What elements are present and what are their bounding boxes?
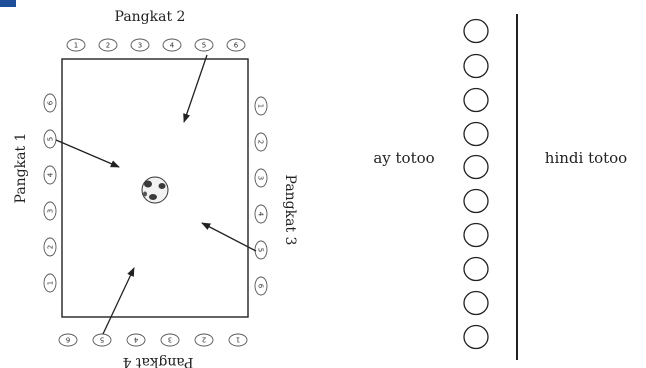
svg-text:4: 4 [47, 172, 55, 177]
svg-text:1: 1 [74, 42, 78, 50]
answer-circle [463, 290, 489, 316]
players-left: 6 5 4 3 2 1 [43, 93, 57, 293]
circle-column [463, 18, 489, 350]
player-chip: 5 [92, 333, 112, 347]
svg-text:4: 4 [257, 212, 265, 217]
player-chip: 6 [254, 276, 268, 296]
player-chip: 6 [226, 38, 246, 52]
players-right: 1 2 3 4 5 6 [254, 96, 268, 296]
svg-text:5: 5 [257, 248, 265, 252]
player-chip: 2 [194, 333, 214, 347]
ball-icon [141, 176, 169, 204]
svg-text:4: 4 [133, 336, 138, 344]
answer-circle [463, 154, 489, 180]
player-chip: 1 [43, 273, 57, 293]
team-label-top: Pangkat 2 [115, 9, 186, 25]
pass-arrow [102, 267, 135, 335]
player-chip: 1 [254, 96, 268, 116]
svg-text:1: 1 [47, 281, 55, 285]
answer-circle [463, 18, 489, 44]
player-chip: 6 [58, 333, 78, 347]
team-label-left: Pangkat 1 [13, 133, 29, 204]
player-chip: 4 [162, 38, 182, 52]
answer-circle [463, 188, 489, 214]
pass-arrow [55, 139, 120, 168]
accent-bar [0, 0, 16, 7]
true-label: ay totoo [373, 149, 434, 167]
player-chip: 4 [254, 204, 268, 224]
svg-text:4: 4 [170, 42, 175, 50]
svg-text:1: 1 [236, 336, 240, 344]
svg-text:5: 5 [47, 137, 55, 141]
svg-text:1: 1 [257, 104, 265, 108]
player-chip: 3 [160, 333, 180, 347]
svg-text:6: 6 [257, 284, 265, 289]
player-chip: 4 [126, 333, 146, 347]
answer-circle [463, 324, 489, 350]
team-label-bottom: Pangkat 4 [122, 354, 193, 368]
players-bottom: 6 5 4 3 2 1 [58, 333, 248, 347]
player-chip: 2 [254, 132, 268, 152]
answer-circle [463, 121, 489, 147]
player-chip: 4 [43, 165, 57, 185]
svg-text:2: 2 [47, 245, 55, 249]
player-chip: 5 [194, 38, 214, 52]
svg-text:6: 6 [234, 42, 239, 50]
player-chip: 3 [254, 168, 268, 188]
player-chip: 6 [43, 93, 57, 113]
svg-text:3: 3 [257, 176, 265, 180]
svg-text:3: 3 [138, 42, 142, 50]
svg-text:3: 3 [168, 336, 172, 344]
answer-circle [463, 87, 489, 113]
svg-text:2: 2 [106, 42, 110, 50]
answer-circle [463, 53, 489, 79]
svg-text:5: 5 [100, 336, 104, 344]
pass-arrow [183, 54, 208, 123]
player-chip: 2 [98, 38, 118, 52]
svg-text:2: 2 [202, 336, 206, 344]
player-chip: 5 [43, 129, 57, 149]
svg-text:2: 2 [257, 140, 265, 144]
answer-circle [463, 222, 489, 248]
player-chip: 1 [228, 333, 248, 347]
players-top: 1 2 3 4 5 6 [66, 38, 246, 52]
player-chip: 3 [130, 38, 150, 52]
svg-text:6: 6 [47, 100, 55, 105]
player-chip: 5 [254, 240, 268, 260]
false-label: hindi totoo [545, 149, 627, 167]
player-chip: 2 [43, 237, 57, 257]
svg-text:6: 6 [65, 336, 70, 344]
player-chip: 1 [66, 38, 86, 52]
svg-text:3: 3 [47, 209, 55, 213]
team-label-right: Pangkat 3 [282, 175, 298, 246]
answer-circle [463, 256, 489, 282]
pass-arrow [201, 222, 257, 252]
svg-text:5: 5 [202, 42, 206, 50]
player-chip: 3 [43, 201, 57, 221]
